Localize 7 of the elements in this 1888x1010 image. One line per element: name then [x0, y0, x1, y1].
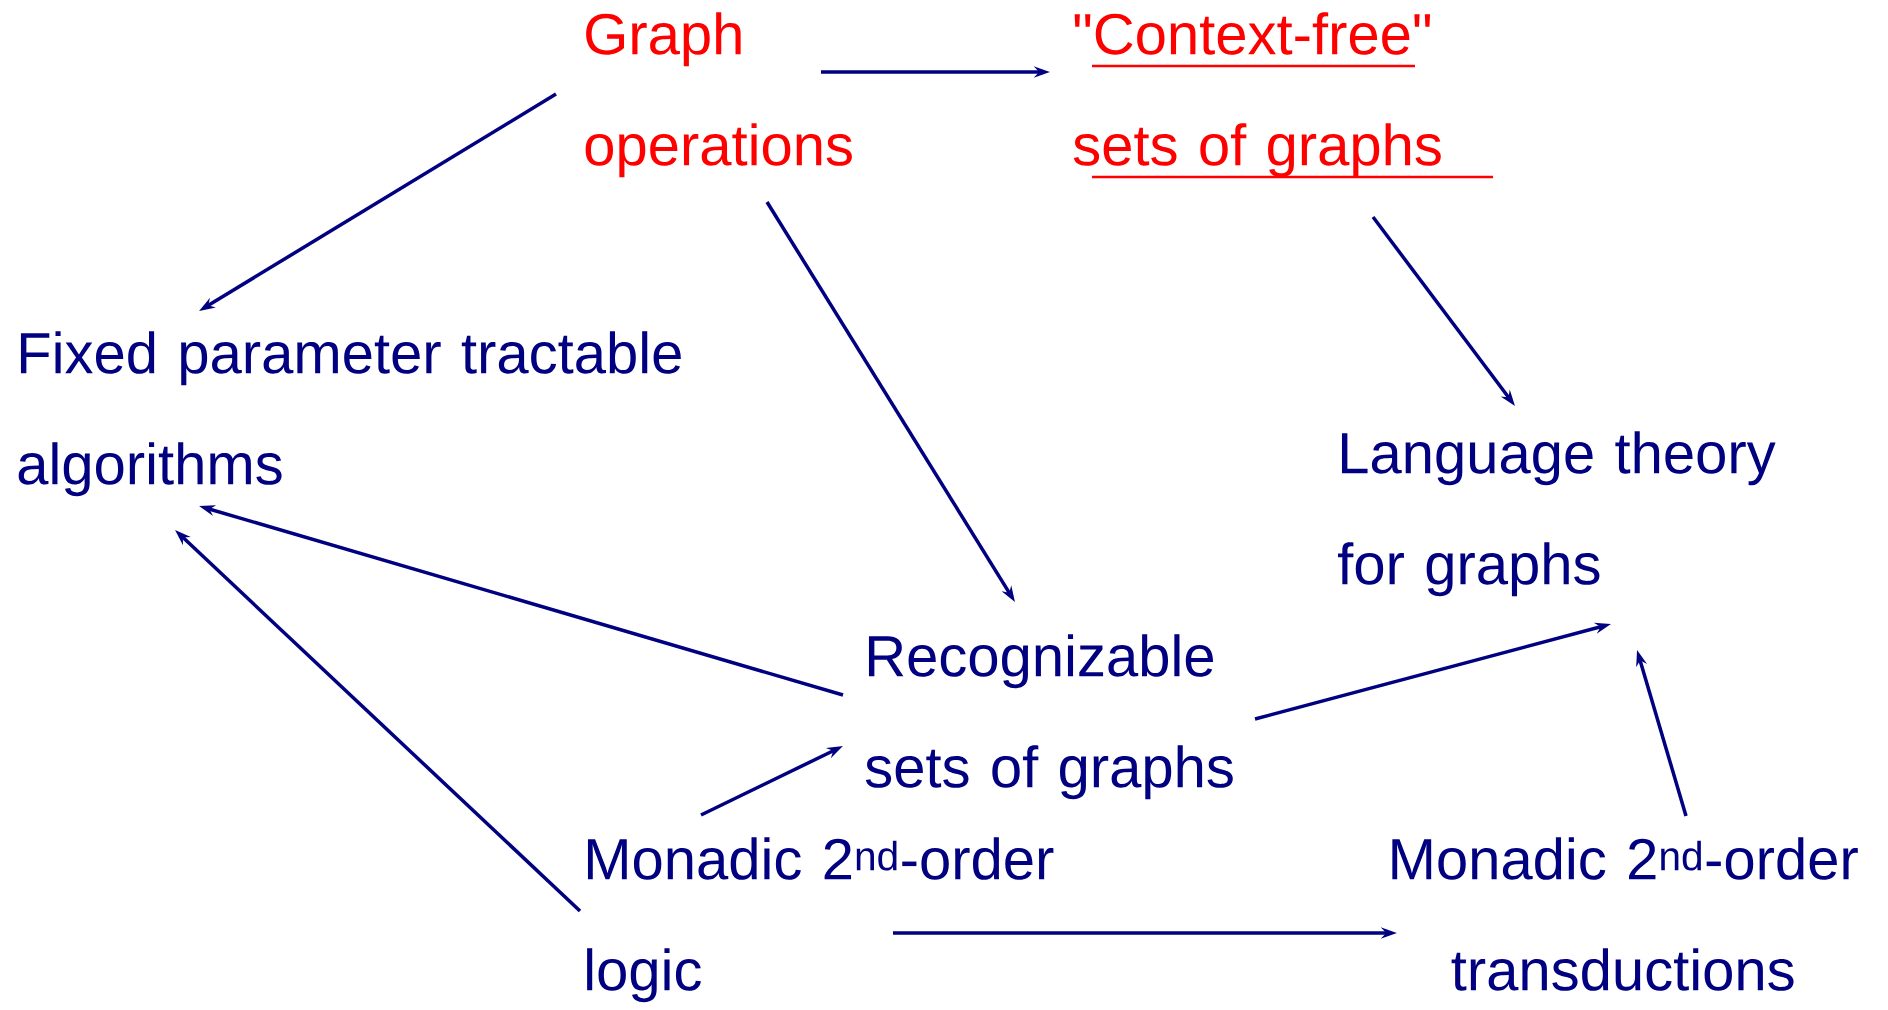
text-label: Recognizable sets of graphs: [865, 634, 1233, 800]
text-label: "Context-free" sets of graphs: [1073, 12, 1441, 178]
text-label: Monadic 2$^{nd}$-order logic: [587, 837, 1054, 1003]
text-label: Fixed parameter tractable algorithms: [18, 331, 681, 497]
text-label: Monadic 2$^{nd}$-order transductions: [1392, 837, 1858, 991]
text-label: Graph operations: [585, 12, 852, 178]
text-label: Language theory for graphs: [1338, 431, 1776, 597]
